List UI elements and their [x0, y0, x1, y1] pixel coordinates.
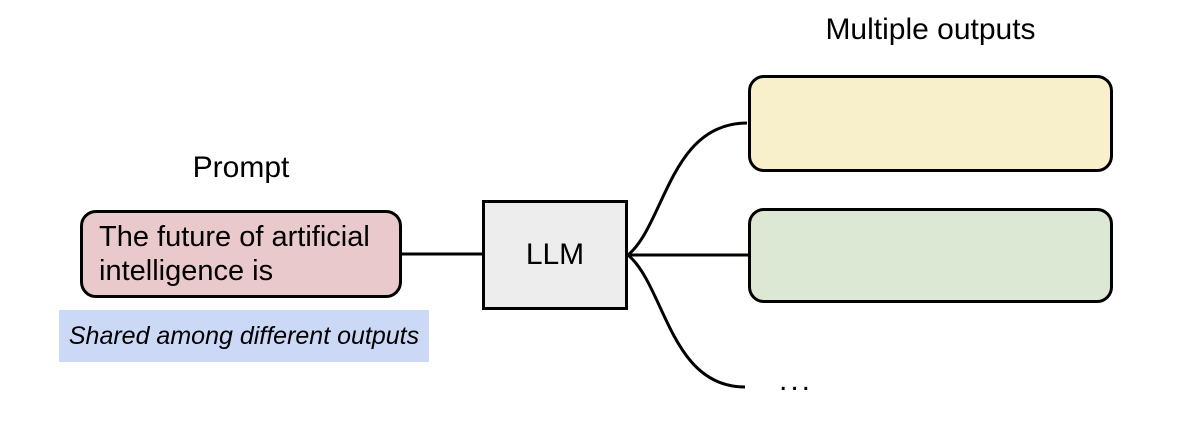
more-outputs-ellipsis: ... [778, 364, 813, 397]
llm-box: LLM [482, 200, 628, 310]
prompt-text-line-1: The future of artificial [99, 221, 370, 253]
prompt-box: The future of artificial intelligence is [80, 210, 402, 298]
outputs-label: Multiple outputs [825, 13, 1036, 46]
llm-output1-connector [627, 121, 748, 257]
output-box-1 [748, 75, 1113, 172]
shared-caption: Shared among different outputs [59, 310, 429, 362]
llm-more-outputs-connector [627, 253, 746, 389]
output-box-2 [748, 208, 1113, 303]
prompt-text-line-2: intelligence is [99, 255, 274, 287]
prompt-label: Prompt [192, 151, 290, 184]
